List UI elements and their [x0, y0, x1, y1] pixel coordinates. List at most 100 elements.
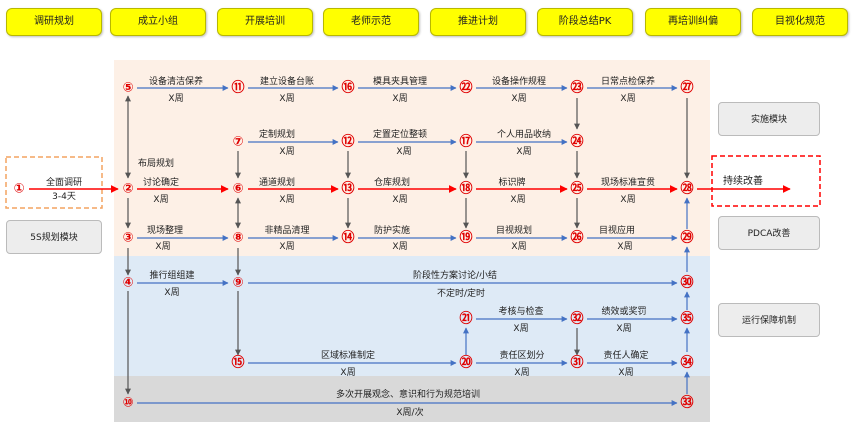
node-11: ⑪ — [231, 80, 244, 96]
label-visual-plan-dur: X周 — [511, 241, 526, 252]
node-10: ⑩ — [122, 396, 133, 411]
label-promo-team-dur: X周 — [164, 287, 179, 298]
label-stage-discuss: 阶段性方案讨论/小结 — [413, 269, 497, 281]
label-fixed-plan: 定制规划 — [259, 128, 295, 140]
node-24: ㉔ — [570, 134, 583, 150]
node-23: ㉓ — [570, 80, 583, 96]
label-daily-check: 日常点检保养 — [601, 75, 655, 87]
label-perf-reward: 绩效或奖罚 — [601, 305, 646, 317]
label-survey: 全面调研 — [46, 176, 82, 188]
label-training: 多次开展观念、意识和行为规范培训 — [336, 388, 480, 400]
phase-retraining[interactable]: 再培训纠偏 — [645, 8, 741, 36]
nodes: ① ② ③ ④ ⑤ ⑥ ⑦ ⑧ ⑨ ⑩ ⑪ ⑫ ⑬ ⑭ ⑮ ⑯ ⑰ ⑱ ⑲ ⑳ … — [13, 80, 693, 411]
node-13: ⑬ — [341, 181, 354, 197]
node-22: ㉒ — [459, 80, 472, 96]
label-assess-check: 考核与检查 — [498, 305, 543, 317]
node-28: ㉘ — [680, 181, 693, 197]
label-aisle-plan: 通道规划 — [259, 176, 295, 188]
label-tooling-dur: X周 — [392, 93, 407, 104]
label-promo-team: 推行组组建 — [149, 269, 194, 281]
implementation-band — [114, 60, 710, 256]
label-personal-store: 个人用品收纳 — [497, 128, 551, 140]
phase-progress-plan[interactable]: 推进计划 — [430, 8, 526, 36]
label-tooling: 模具夹具管理 — [373, 75, 427, 87]
label-fixed-pos-dur: X周 — [396, 146, 411, 157]
label-protection: 防护实施 — [374, 224, 410, 236]
node-20: ⑳ — [459, 355, 472, 371]
phase-training[interactable]: 开展培训 — [217, 8, 313, 36]
label-warehouse-dur: X周 — [392, 194, 407, 205]
node-2: ② — [122, 182, 133, 197]
node-18: ⑱ — [459, 181, 472, 197]
label-nonessential-dur: X周 — [279, 241, 294, 252]
label-resp-confirm: 责任人确定 — [603, 349, 648, 361]
node-16: ⑯ — [341, 80, 354, 96]
node-19: ⑲ — [459, 230, 472, 246]
node-33: ㉝ — [680, 395, 693, 411]
phase-survey-planning[interactable]: 调研规划 — [6, 8, 102, 36]
label-equip-clean: 设备清洁保养 — [149, 75, 203, 87]
node-15: ⑮ — [231, 355, 244, 371]
pdca-box: PDCA改善 — [718, 216, 820, 250]
node-17: ⑰ — [459, 134, 472, 150]
implement-module-box: 实施模块 — [718, 102, 820, 136]
node-9: ⑨ — [232, 276, 243, 291]
label-survey-duration: 3-4天 — [52, 192, 76, 202]
label-ledger: 建立设备台账 — [260, 75, 314, 87]
label-area-standard-dur: X周 — [340, 367, 355, 378]
label-daily-check-dur: X周 — [620, 93, 635, 104]
label-signage-dur: X周 — [510, 194, 525, 205]
label-resp-divide-dur: X周 — [514, 367, 529, 378]
node-7: ⑦ — [232, 135, 243, 150]
label-site-standard: 现场标准宣贯 — [601, 176, 655, 188]
label-fixed-plan-dur: X周 — [279, 146, 294, 157]
label-assess-check-dur: X周 — [513, 323, 528, 334]
label-layout-plan: 布局规划 — [138, 157, 174, 169]
node-21: ㉑ — [459, 311, 472, 327]
module-5s-box: 5S规划模块 — [6, 220, 102, 254]
label-visual-apply: 目视应用 — [599, 224, 635, 236]
label-visual-plan: 目视规划 — [496, 224, 532, 236]
node-27: ㉗ — [680, 80, 693, 96]
node-29: ㉙ — [680, 230, 693, 246]
node-8: ⑧ — [232, 231, 243, 246]
node-34: ㉞ — [680, 355, 693, 371]
label-op-spec-dur: X周 — [511, 93, 526, 104]
label-site-standard-dur: X周 — [620, 194, 635, 205]
label-discuss-confirm: 讨论确定 — [143, 176, 179, 188]
node-30: ㉚ — [680, 275, 693, 291]
label-protection-dur: X周 — [392, 241, 407, 252]
node-14: ⑭ — [341, 230, 354, 246]
training-band — [114, 376, 710, 422]
label-aisle-plan-dur: X周 — [279, 194, 294, 205]
survey-dashed-box — [5, 156, 103, 209]
label-site-sort-dur: X周 — [155, 241, 170, 252]
node-4: ④ — [122, 276, 133, 291]
node-12: ⑫ — [341, 134, 354, 150]
node-35: ㉟ — [680, 311, 693, 327]
label-perf-reward-dur: X周 — [616, 323, 631, 334]
label-scheduled: 不定时/定时 — [437, 287, 485, 299]
phase-stage-summary-pk[interactable]: 阶段总结PK — [537, 8, 633, 36]
phase-teacher-demo[interactable]: 老师示范 — [323, 8, 419, 36]
labels: 全面调研 3-4天 设备清洁保养 X周 布局规划 讨论确定 X周 现场整理 X周… — [46, 75, 763, 418]
blue-flows — [137, 85, 678, 406]
node-32: ㉜ — [570, 311, 583, 327]
node-25: ㉕ — [570, 181, 583, 197]
label-nonessential: 非精品清理 — [264, 224, 309, 236]
label-fixed-pos: 定置定位整顿 — [373, 128, 427, 140]
label-visual-apply-dur: X周 — [617, 241, 632, 252]
node-31: ㉛ — [570, 355, 583, 371]
label-equip-clean-dur: X周 — [168, 93, 183, 104]
phase-form-team[interactable]: 成立小组 — [110, 8, 206, 36]
node-26: ㉖ — [570, 230, 583, 246]
operation-mechanism-box: 运行保障机制 — [718, 303, 820, 337]
phase-visual-standard[interactable]: 目视化规范 — [752, 8, 848, 36]
label-resp-divide: 责任区划分 — [499, 349, 544, 361]
node-6: ⑥ — [232, 182, 243, 197]
continuous-improvement-box — [711, 155, 821, 207]
label-site-sort: 现场整理 — [147, 224, 183, 236]
node-5: ⑤ — [122, 81, 133, 96]
operation-band — [114, 256, 710, 376]
